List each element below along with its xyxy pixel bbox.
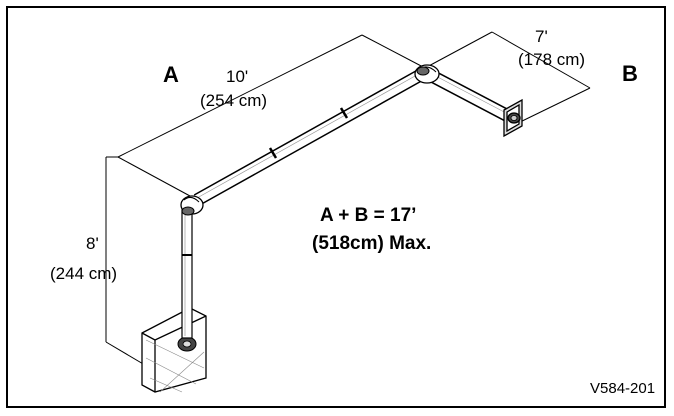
appliance-collar <box>177 336 197 352</box>
section-a-label: A <box>163 62 179 87</box>
elbow-upper <box>414 64 440 84</box>
formula-line-2: (518cm) Max. <box>312 233 431 254</box>
diagram-frame <box>6 6 666 408</box>
dim-line-b <box>491 31 591 89</box>
dim-b-ft: 7' <box>535 27 548 46</box>
dim-a-horizontal-cm: (254 cm) <box>200 91 267 110</box>
wall-termination <box>503 98 523 138</box>
ext-line-b-left <box>424 31 493 69</box>
section-b-label: B <box>622 61 638 86</box>
formula-line-1: A + B = 17’ <box>320 205 416 226</box>
dim-b-cm: (178 cm) <box>518 50 585 69</box>
dim-line-a-horizontal <box>117 34 363 158</box>
pipe-section-b <box>426 69 512 122</box>
appliance-box <box>141 307 207 393</box>
figure-code: V584-201 <box>590 380 655 397</box>
elbow-lower <box>180 195 204 216</box>
ext-line-b-right <box>515 87 591 125</box>
ext-line-a-left <box>117 156 191 197</box>
dim-a-horizontal-ft: 10' <box>226 67 248 86</box>
dim-vertical-cm: (244 cm) <box>50 264 117 283</box>
vertical-pipe <box>181 209 193 339</box>
ext-line-a-right <box>361 34 426 69</box>
dim-vertical-ft: 8' <box>86 234 99 253</box>
pipe-section-a <box>193 67 428 206</box>
